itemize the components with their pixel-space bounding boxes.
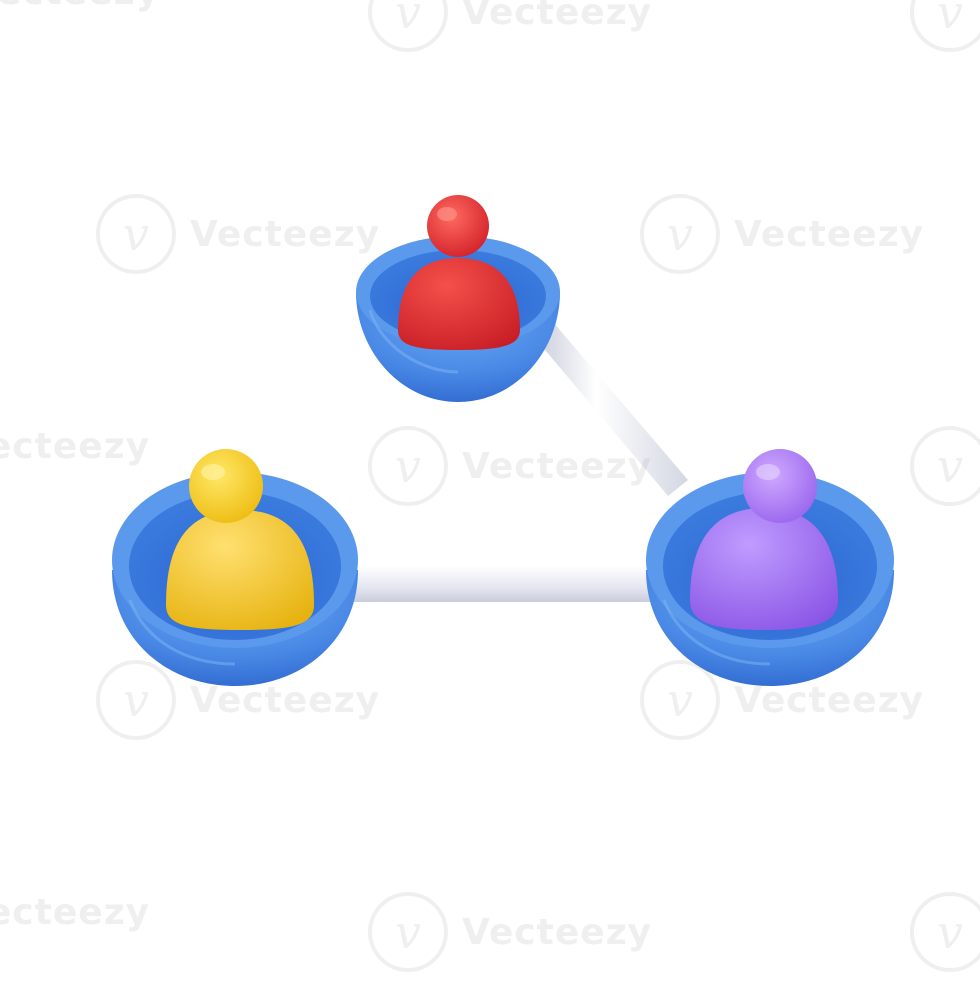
- person-yellow: [166, 449, 314, 630]
- connector-top-right: [535, 322, 688, 496]
- node-left: [112, 449, 358, 686]
- node-right: [646, 449, 894, 686]
- connector-left-right: [330, 566, 670, 602]
- node-top: [356, 195, 560, 402]
- person-purple: [690, 449, 838, 630]
- person-red: [398, 195, 520, 350]
